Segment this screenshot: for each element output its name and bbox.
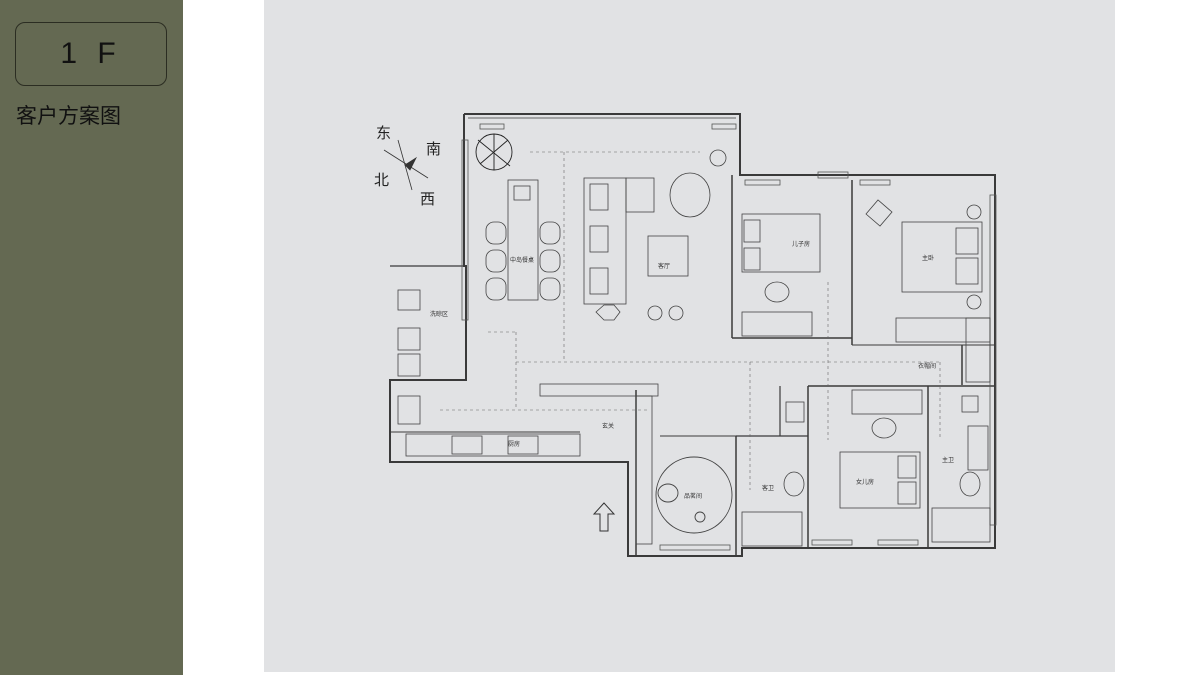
room-label-wardrobe: 衣帽间 [918, 362, 936, 370]
room-label-master: 主卧 [922, 254, 934, 262]
living-sofa [583, 149, 727, 321]
room-label-master-bath: 主卫 [942, 456, 954, 464]
walls [389, 113, 996, 557]
compass-north: 北 [374, 171, 389, 189]
sidebar: 1 F 客户方案图 [0, 0, 183, 675]
room-label-laundry: 洗晾区 [430, 310, 448, 318]
compass-east: 东 [376, 124, 391, 142]
dining-island [485, 179, 561, 301]
floor-plan-canvas: 东 南 北 西 [264, 0, 1115, 672]
floor-plan: 东 南 北 西 [374, 113, 997, 557]
compass [383, 139, 429, 191]
level-badge: 1 F [15, 22, 167, 86]
compass-south: 南 [426, 140, 441, 158]
room-label-tea: 品茗间 [684, 492, 702, 500]
laundry-fixtures [397, 289, 421, 425]
kitchen-counter [405, 433, 581, 457]
room-label-dining: 中岛餐桌 [510, 256, 534, 264]
entrance-arrow-icon [592, 502, 616, 532]
tea-table [655, 456, 733, 534]
plant-icon [475, 133, 513, 171]
divider-cabinet [539, 383, 659, 545]
plan-title: 客户方案图 [16, 104, 121, 128]
son-room-bed [741, 213, 821, 337]
circulation-lines [440, 151, 941, 490]
level-label: 1 F [60, 37, 122, 70]
master-bed [865, 199, 991, 383]
room-label-son: 儿子房 [792, 240, 810, 248]
room-label-living: 客厅 [658, 262, 670, 270]
compass-west: 西 [420, 190, 435, 208]
room-label-daughter: 女儿房 [856, 478, 874, 486]
room-label-guest-bath: 客卫 [762, 484, 774, 492]
guest-bath-fixtures [741, 401, 805, 547]
daughter-bed [839, 389, 923, 509]
room-label-entrance: 玄关 [602, 422, 614, 430]
room-label-kitchen: 厨房 [508, 440, 520, 448]
master-bath-fixtures [931, 395, 991, 543]
